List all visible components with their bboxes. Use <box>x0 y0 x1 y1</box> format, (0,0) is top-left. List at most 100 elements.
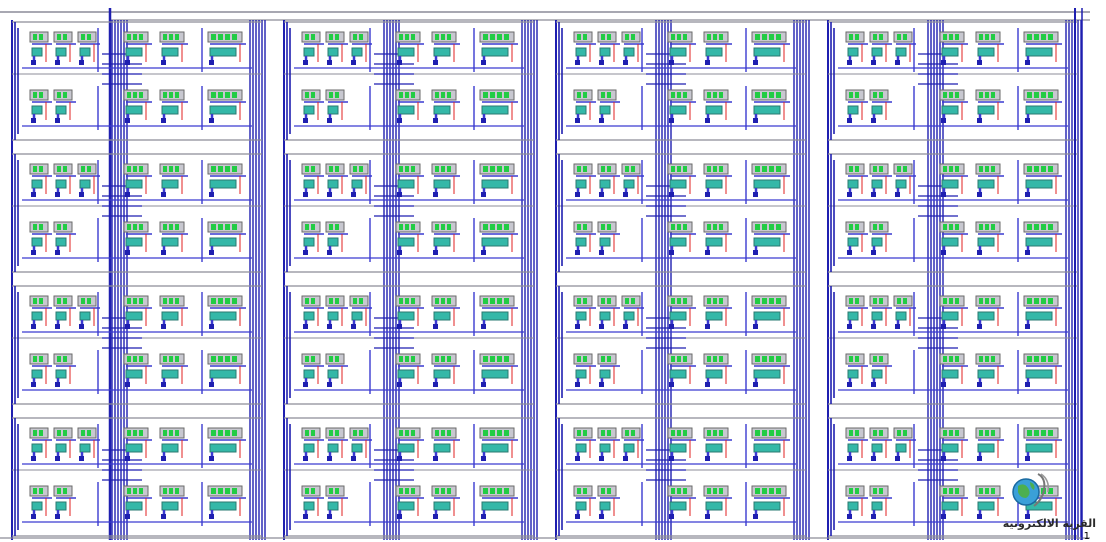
cell-segment <box>776 488 781 494</box>
cell-segment <box>218 488 223 494</box>
cell-segment <box>163 430 167 436</box>
cell-segment <box>707 488 711 494</box>
cell-segment <box>855 92 859 98</box>
cell-segment <box>490 488 495 494</box>
cell-segment <box>33 298 37 304</box>
cell-segment <box>683 356 687 362</box>
cell-segment <box>163 34 167 40</box>
cell-segment <box>399 298 403 304</box>
cell-segment <box>225 430 230 436</box>
cell-segment <box>1048 166 1053 172</box>
cell-via <box>871 456 876 461</box>
cell-segment <box>335 92 339 98</box>
cell-segment <box>683 92 687 98</box>
cell-segment <box>943 224 947 230</box>
cell-segment <box>497 92 502 98</box>
cell-segment <box>769 430 774 436</box>
cell-base <box>303 443 315 453</box>
cell-via <box>31 118 36 123</box>
cell-segment <box>707 356 711 362</box>
cell-base <box>669 501 687 511</box>
cell-segment <box>311 488 315 494</box>
cell-base <box>327 105 339 115</box>
cell-via <box>705 456 710 461</box>
cell-segment <box>719 488 723 494</box>
cell-base <box>575 501 587 511</box>
cell-segment <box>607 356 611 362</box>
cell-segment <box>504 166 509 172</box>
cell-segment <box>849 224 853 230</box>
cell-base <box>125 237 143 247</box>
cell-segment <box>955 298 959 304</box>
cell-segment <box>133 224 137 230</box>
cell-segment <box>163 298 167 304</box>
cell-via <box>79 60 84 65</box>
cell-via <box>895 324 900 329</box>
cell-segment <box>985 166 989 172</box>
cell-via <box>623 192 628 197</box>
cell-base <box>847 47 859 57</box>
cell-base <box>871 105 883 115</box>
cell-segment <box>879 224 883 230</box>
cell-via <box>303 60 308 65</box>
cell-segment <box>1048 298 1053 304</box>
cell-base <box>941 237 959 247</box>
cell-segment <box>1034 356 1039 362</box>
cell-segment <box>677 356 681 362</box>
cell-segment <box>490 34 495 40</box>
cell-via <box>303 250 308 255</box>
cell-base <box>125 369 143 379</box>
cell-segment <box>677 92 681 98</box>
cell-segment <box>671 298 675 304</box>
cell-segment <box>979 488 983 494</box>
cell-via <box>397 192 402 197</box>
cell-via <box>327 192 332 197</box>
cell-via <box>55 192 60 197</box>
cell-segment <box>139 430 143 436</box>
cell-base <box>481 369 509 379</box>
cell-segment <box>405 356 409 362</box>
cell-base <box>669 179 687 189</box>
cell-segment <box>1034 34 1039 40</box>
cell-base <box>55 179 67 189</box>
cell-segment <box>163 224 167 230</box>
cell-segment <box>979 34 983 40</box>
cell-via <box>209 456 214 461</box>
cell-segment <box>211 488 216 494</box>
cell-via <box>433 382 438 387</box>
cell-via <box>55 250 60 255</box>
cell-segment <box>1027 356 1032 362</box>
cell-base <box>209 105 237 115</box>
cell-base <box>125 179 143 189</box>
cell-base <box>303 501 315 511</box>
cell-segment <box>39 430 43 436</box>
cell-segment <box>63 92 67 98</box>
cell-segment <box>879 298 883 304</box>
cell-segment <box>435 430 439 436</box>
cell-segment <box>683 166 687 172</box>
cell-via <box>55 382 60 387</box>
cell-base <box>397 369 415 379</box>
cell-segment <box>985 430 989 436</box>
cell-base <box>481 311 509 321</box>
cell-base <box>1025 179 1053 189</box>
cell-segment <box>762 224 767 230</box>
cell-base <box>941 311 959 321</box>
cell-via <box>895 456 900 461</box>
cell-segment <box>441 356 445 362</box>
cell-base <box>705 369 723 379</box>
cell-base <box>753 443 781 453</box>
cell-base <box>599 369 611 379</box>
cell-segment <box>607 224 611 230</box>
cell-segment <box>873 430 877 436</box>
cell-segment <box>405 92 409 98</box>
cell-via <box>669 514 674 519</box>
cell-base <box>55 237 67 247</box>
cell-via <box>977 60 982 65</box>
cell-segment <box>447 224 451 230</box>
cell-segment <box>1027 298 1032 304</box>
cell-segment <box>583 488 587 494</box>
cell-via <box>31 60 36 65</box>
cell-via <box>31 514 36 519</box>
